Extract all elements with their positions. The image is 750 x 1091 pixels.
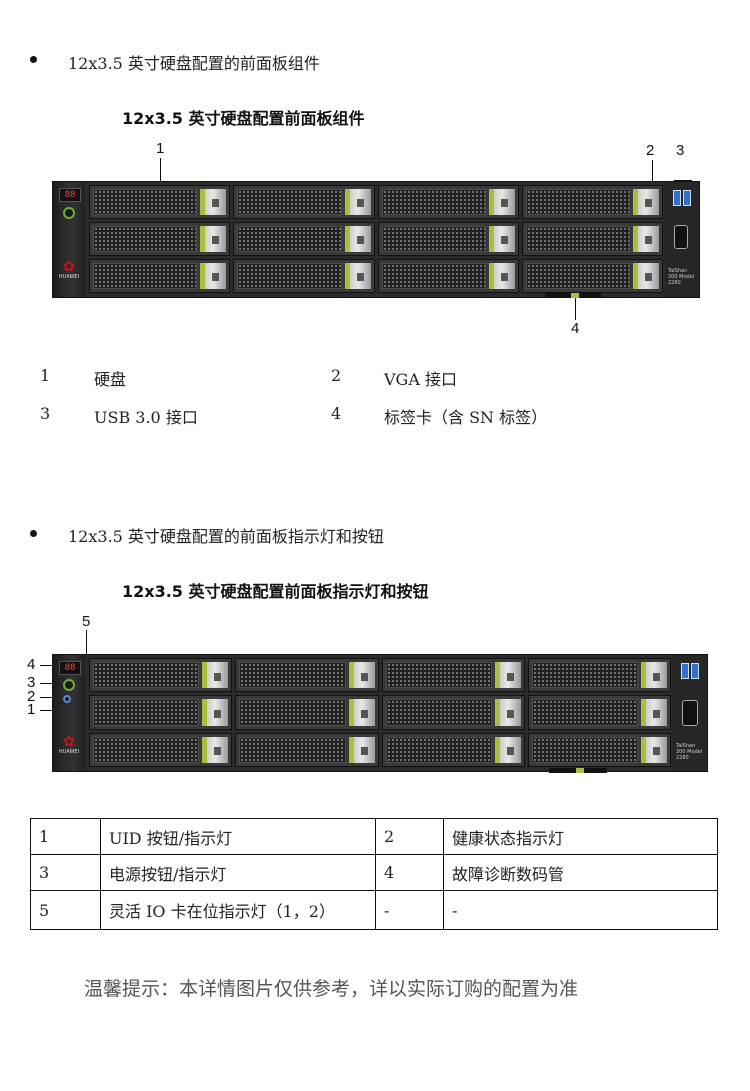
hard-disk-bay[interactable] <box>381 658 525 693</box>
hard-disk-bay[interactable] <box>233 259 375 293</box>
hard-disk-bay[interactable] <box>381 732 525 767</box>
hard-disk-bay[interactable] <box>521 259 663 293</box>
legend-number: 4 <box>331 404 342 423</box>
figure-caption: 12x3.5 英寸硬盘配置前面板组件 <box>122 109 365 128</box>
callout-3: 3 <box>27 674 36 691</box>
hard-disk-bay[interactable] <box>527 658 671 693</box>
right-ear: TaiShan 200 Model 2280 <box>673 655 707 771</box>
fault-diagnosis-display: 88 <box>59 188 81 202</box>
hard-disk-bay[interactable] <box>89 222 231 256</box>
section-title: 12x3.5 英寸硬盘配置的前面板指示灯和按钮 <box>68 527 384 546</box>
table-cell-num: 4 <box>375 854 444 891</box>
hard-disk-bay[interactable] <box>233 185 375 219</box>
callout-2: 2 <box>27 688 36 705</box>
callout-1: 1 <box>156 140 165 157</box>
table-cell-num: 1 <box>30 818 101 855</box>
fault-diagnosis-display: 88 <box>59 661 81 675</box>
legend-label: VGA 接口 <box>384 370 457 389</box>
hard-disk-bay[interactable] <box>521 222 663 256</box>
server-front-panel: 88 ✿ HUAWEI TaiShan 200 Model 2280 <box>52 181 700 298</box>
hard-disk-bay[interactable] <box>89 658 233 693</box>
power-button-icon[interactable] <box>63 679 75 691</box>
table-row: 5 灵活 IO 卡在位指示灯（1，2） - - <box>30 890 718 930</box>
callout-2: 2 <box>646 142 655 159</box>
usb-port-icon[interactable] <box>683 190 691 206</box>
callout-5: 5 <box>82 613 91 630</box>
vga-port-icon[interactable] <box>674 225 688 249</box>
figure-caption: 12x3.5 英寸硬盘配置前面板指示灯和按钮 <box>122 582 429 601</box>
huawei-logo: ✿ HUAWEI <box>58 734 80 755</box>
table-cell-label: 电源按钮/指示灯 <box>100 854 376 891</box>
uid-button-icon[interactable] <box>63 695 71 703</box>
sn-label-card[interactable] <box>549 768 607 773</box>
hard-disk-bay[interactable] <box>89 695 233 730</box>
legend-number: 1 <box>40 366 51 385</box>
power-button-icon <box>63 207 75 219</box>
callout-1: 1 <box>27 701 36 718</box>
hard-disk-bay[interactable] <box>377 222 519 256</box>
legend-number: 3 <box>40 404 51 423</box>
drive-bays <box>89 185 663 293</box>
model-badge: TaiShan 200 Model 2280 <box>676 743 703 761</box>
legend-label: 标签卡（含 SN 标签） <box>384 408 548 427</box>
callout-leader <box>40 697 62 698</box>
server-front-panel: 88 ✿ HUAWEI TaiShan 200 Model 2280 <box>52 654 708 772</box>
section-title: 12x3.5 英寸硬盘配置的前面板组件 <box>68 54 320 73</box>
huawei-logo: ✿ HUAWEI <box>58 259 80 280</box>
callout-3: 3 <box>676 142 685 159</box>
bullet <box>30 56 37 63</box>
usb-port-icon[interactable] <box>673 190 681 206</box>
hard-disk-bay[interactable] <box>235 658 379 693</box>
table-cell-label: UID 按钮/指示灯 <box>100 818 376 855</box>
drive-bays <box>89 658 671 767</box>
right-ear: TaiShan 200 Model 2280 <box>665 182 699 297</box>
callout-4: 4 <box>571 320 580 337</box>
table-cell-num: 5 <box>30 890 101 930</box>
callout-leader <box>40 683 62 684</box>
legend-number: 2 <box>331 366 342 385</box>
table-cell-label: 健康状态指示灯 <box>443 818 718 855</box>
hard-disk-bay[interactable] <box>527 732 671 767</box>
indicator-table: 1 UID 按钮/指示灯 2 健康状态指示灯 3 电源按钮/指示灯 4 故障诊断… <box>30 818 718 930</box>
table-cell-num: - <box>375 890 444 930</box>
table-cell-num: 2 <box>375 818 444 855</box>
hard-disk-bay[interactable] <box>377 259 519 293</box>
bullet <box>30 530 37 537</box>
legend-label: USB 3.0 接口 <box>94 408 198 427</box>
hard-disk-bay[interactable] <box>89 185 231 219</box>
hard-disk-bay[interactable] <box>377 185 519 219</box>
callout-leader <box>40 665 62 666</box>
hard-disk-bay[interactable] <box>527 695 671 730</box>
sn-label-card[interactable] <box>545 293 601 298</box>
callout-leader <box>674 180 692 181</box>
usb-port-icon[interactable] <box>691 663 699 679</box>
model-badge: TaiShan 200 Model 2280 <box>668 268 695 286</box>
hard-disk-bay[interactable] <box>235 695 379 730</box>
callout-leader <box>40 710 62 711</box>
usb-port-icon[interactable] <box>681 663 689 679</box>
table-cell-label: 故障诊断数码管 <box>443 854 718 891</box>
hard-disk-bay[interactable] <box>521 185 663 219</box>
callout-leader <box>575 296 576 320</box>
hard-disk-bay[interactable] <box>235 732 379 767</box>
legend-label: 硬盘 <box>94 370 127 389</box>
callout-4: 4 <box>27 656 36 673</box>
hard-disk-bay[interactable] <box>89 259 231 293</box>
hard-disk-bay[interactable] <box>233 222 375 256</box>
hard-disk-bay[interactable] <box>381 695 525 730</box>
table-cell-label: 灵活 IO 卡在位指示灯（1，2） <box>100 890 376 930</box>
disclaimer-tip: 温馨提示：本详情图片仅供参考，详以实际订购的配置为准 <box>84 978 579 1000</box>
hard-disk-bay[interactable] <box>89 732 233 767</box>
table-cell-label: - <box>443 890 718 930</box>
table-row: 3 电源按钮/指示灯 4 故障诊断数码管 <box>30 854 718 891</box>
callout-leader <box>160 158 161 192</box>
table-row: 1 UID 按钮/指示灯 2 健康状态指示灯 <box>30 818 718 855</box>
vga-port-icon[interactable] <box>682 700 698 726</box>
table-cell-num: 3 <box>30 854 101 891</box>
